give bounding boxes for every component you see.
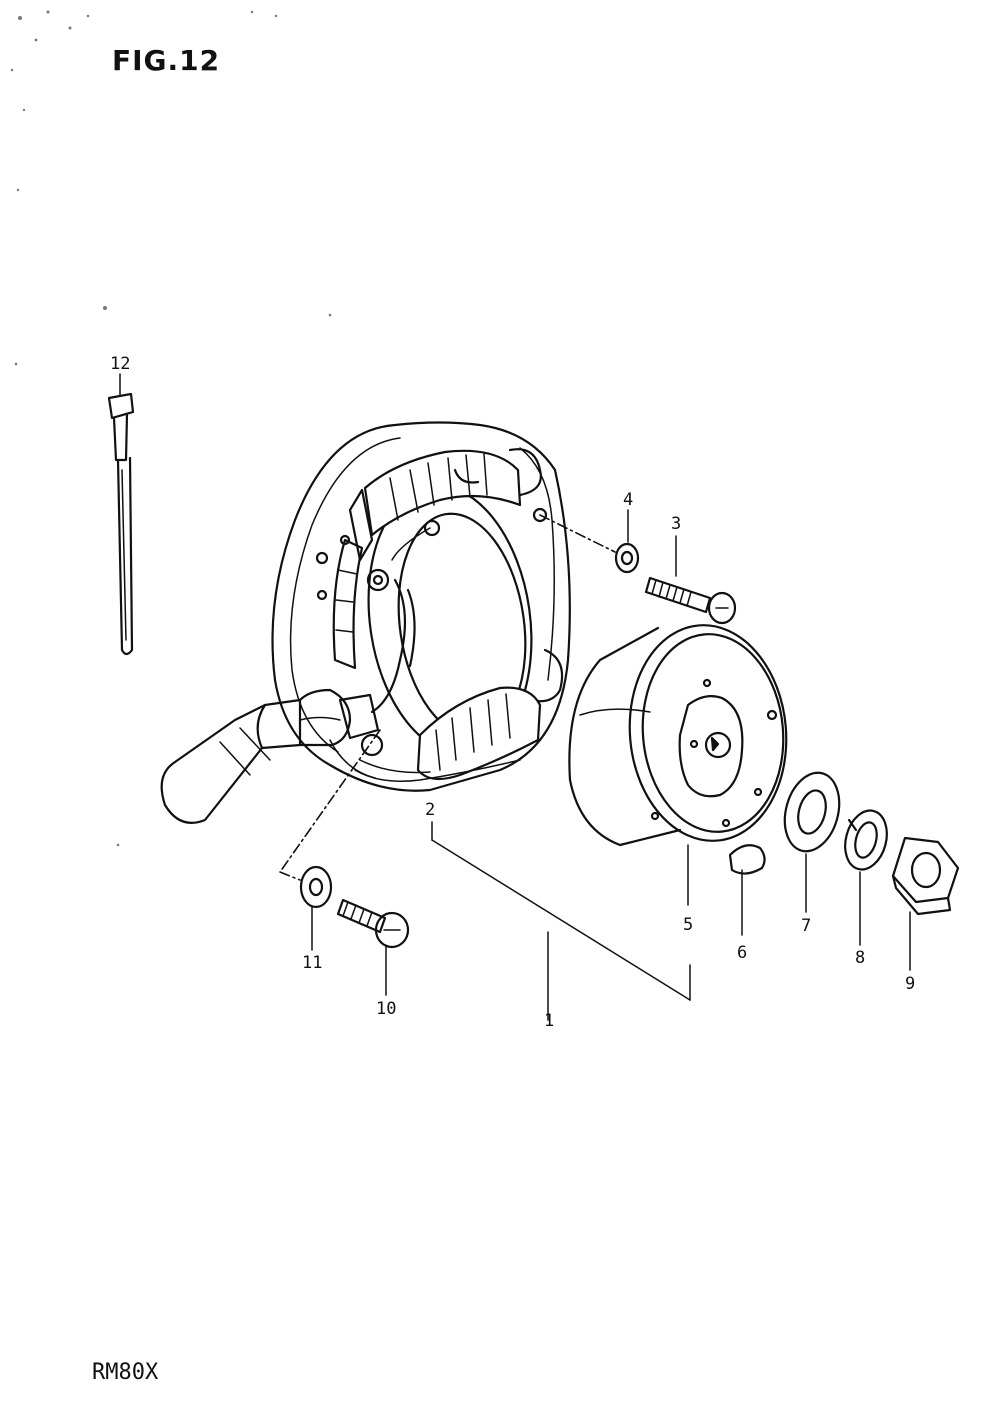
callout-10: 10 bbox=[376, 999, 397, 1019]
callout-8: 8 bbox=[855, 948, 866, 968]
part-10-screw bbox=[336, 898, 410, 949]
callout-4: 4 bbox=[623, 490, 634, 510]
part-6-key bbox=[728, 844, 766, 875]
leader-lines bbox=[119, 373, 911, 1021]
callout-9: 9 bbox=[905, 974, 916, 994]
figure-title: FIG.12 bbox=[112, 44, 221, 77]
part-4-washer bbox=[614, 542, 640, 574]
part-5-rotor-flywheel bbox=[568, 624, 788, 847]
part-8-lock-washer bbox=[844, 809, 888, 871]
part-9-nut bbox=[891, 836, 960, 916]
callout-6: 6 bbox=[737, 943, 748, 963]
part-12-lead-rod bbox=[107, 392, 135, 656]
part-7-washer bbox=[783, 771, 841, 853]
callout-2: 2 bbox=[425, 800, 436, 820]
callout-12: 12 bbox=[110, 354, 131, 374]
model-label: RM80X bbox=[92, 1360, 159, 1385]
callout-1: 1 bbox=[544, 1011, 555, 1031]
callout-7: 7 bbox=[801, 916, 812, 936]
part-3-screw bbox=[644, 576, 737, 625]
callout-11: 11 bbox=[302, 953, 323, 973]
scan-noise bbox=[10, 10, 332, 847]
callout-3: 3 bbox=[671, 514, 682, 534]
callout-5: 5 bbox=[683, 915, 694, 935]
part-11-washer bbox=[299, 865, 333, 909]
part-2-stator-plate bbox=[160, 421, 571, 824]
